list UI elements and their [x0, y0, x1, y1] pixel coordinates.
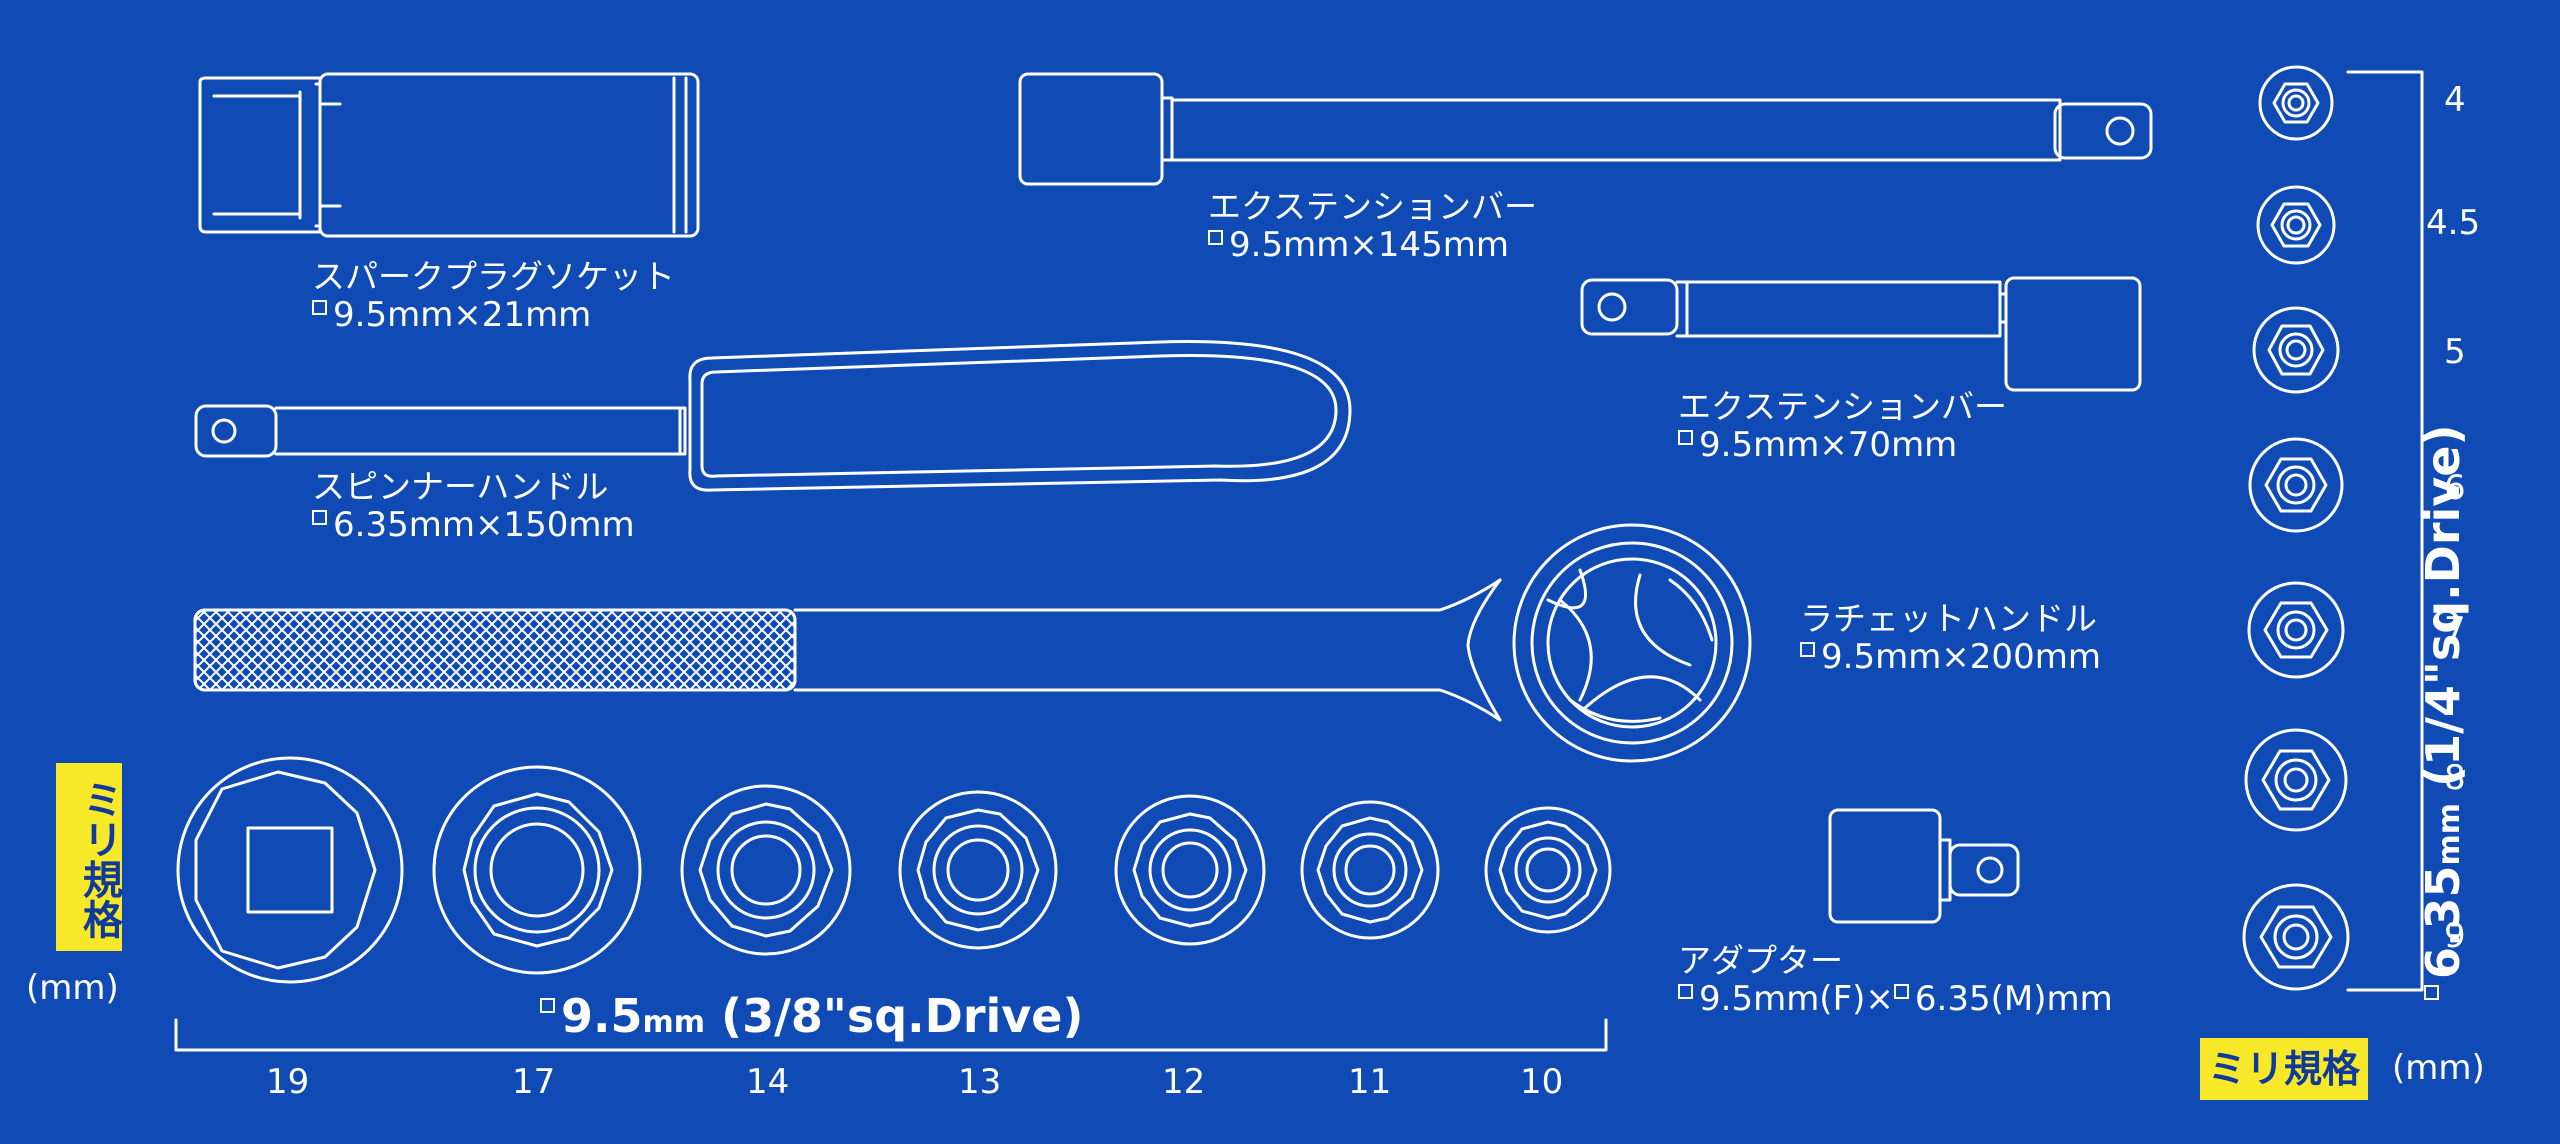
extension-bar-145-name: エクステンションバー	[1208, 187, 1538, 226]
size-label-4: 4	[2444, 80, 2466, 120]
adapter-size-f: 9.5mm(F)×	[1699, 978, 1894, 1019]
bracket-right	[2346, 70, 2424, 992]
socket-17-icon	[432, 765, 642, 975]
socket-12-icon	[1114, 794, 1266, 946]
drive-unit-6.35: mm	[2432, 802, 2467, 866]
extension-bar-70-icon	[1580, 276, 2142, 392]
socket-19-icon	[176, 756, 404, 984]
bracket-bottom	[174, 1018, 1608, 1052]
extension-bar-145-icon	[1018, 72, 2153, 186]
extension-bar-145-size: 9.5mm×145mm	[1229, 224, 1509, 265]
ratchet-handle-icon	[193, 523, 1752, 763]
ratchet-handle-name: ラチェットハンドル	[1800, 599, 2097, 638]
spinner-handle-icon	[194, 340, 1352, 492]
extension-bar-70-label: エクステンションバー 9.5mm×70mm	[1678, 388, 2007, 465]
mm-standard-badge-right: ミリ規格	[2200, 1038, 2369, 1100]
socket-7-icon	[2247, 581, 2345, 679]
ratchet-handle-label: ラチェットハンドル 9.5mm×200mm	[1800, 600, 2101, 677]
adapter-name: アダプター	[1678, 941, 1843, 980]
mm-standard-badge-left: ミリ規格	[56, 763, 122, 951]
size-label-5: 5	[2444, 332, 2466, 372]
size-label-9: 9	[2444, 916, 2466, 956]
socket-13-icon	[898, 790, 1058, 950]
extension-bar-70-size: 9.5mm×70mm	[1699, 424, 1958, 465]
size-label-8: 8	[2444, 758, 2466, 798]
socket-6-icon	[2248, 437, 2344, 533]
square-drive-icon	[1208, 229, 1223, 245]
square-drive-icon	[312, 299, 327, 315]
adapter-icon	[1828, 808, 2020, 924]
drive-unit-9.5: mm	[642, 1005, 706, 1040]
square-drive-icon	[1678, 983, 1693, 999]
square-drive-icon	[1678, 429, 1693, 445]
drive-label-9.5: 9.5mm (3/8"sq.Drive)	[540, 990, 1083, 1043]
extension-bar-70-name: エクステンションバー	[1678, 387, 2008, 426]
socket-8-icon	[2244, 728, 2348, 832]
socket-9-icon	[2242, 883, 2350, 991]
size-label-12: 12	[1162, 1062, 1206, 1102]
spark-plug-socket-icon	[198, 72, 700, 238]
socket-10-icon	[1484, 806, 1612, 934]
socket-row-9.5mm	[174, 756, 1612, 1052]
drive-size-9.5: 9.5	[561, 989, 643, 1043]
spinner-handle-size: 6.35mm×150mm	[333, 504, 635, 545]
socket-column-6.35mm	[2242, 65, 2424, 992]
size-label-13: 13	[958, 1062, 1002, 1102]
size-label-19: 19	[266, 1062, 310, 1102]
spinner-handle-label: スピンナーハンドル 6.35mm×150mm	[312, 468, 635, 545]
spark-plug-socket-name: スパークプラグソケット	[312, 257, 675, 296]
size-label-7: 7	[2444, 610, 2466, 650]
size-label-17: 17	[512, 1062, 556, 1102]
square-drive-icon	[1800, 641, 1815, 657]
square-drive-icon	[1893, 983, 1909, 999]
mm-standard-badge-right-text: ミリ規格	[2208, 1047, 2361, 1091]
size-label-4.5: 4.5	[2426, 203, 2481, 243]
socket-5-icon	[2252, 306, 2340, 394]
size-label-6: 6	[2444, 468, 2466, 508]
socket-14-icon	[680, 784, 852, 956]
square-drive-icon	[312, 509, 327, 525]
size-label-11: 11	[1348, 1062, 1392, 1102]
spark-plug-socket-label: スパークプラグソケット 9.5mm×21mm	[312, 258, 675, 335]
extension-bar-145-label: エクステンションバー 9.5mm×145mm	[1208, 188, 1537, 265]
adapter-label: アダプター 9.5mm(F)× 6.35(M)mm	[1678, 942, 2113, 1019]
socket-4.5-icon	[2256, 185, 2336, 265]
socket-4-icon	[2258, 65, 2334, 141]
size-label-14: 14	[746, 1062, 790, 1102]
adapter-size-m: 6.35(M)mm	[1914, 978, 2113, 1019]
spark-plug-socket-size: 9.5mm×21mm	[333, 294, 592, 335]
spinner-handle-name: スピンナーハンドル	[312, 467, 609, 506]
drive-spec-9.5: (3/8"sq.Drive)	[721, 989, 1084, 1043]
square-drive-icon	[2424, 985, 2439, 1000]
socket-11-icon	[1300, 800, 1440, 940]
mm-unit-right: (mm)	[2392, 1048, 2485, 1088]
ratchet-handle-size: 9.5mm×200mm	[1821, 636, 2101, 677]
mm-unit-left: (mm)	[26, 968, 119, 1008]
square-drive-icon	[540, 998, 555, 1013]
size-label-10: 10	[1520, 1062, 1564, 1102]
drive-label-6.35: 6.35mm (1/4"sq.Drive)	[2416, 425, 2470, 1000]
mm-standard-badge-left-text: ミリ規格	[76, 779, 122, 939]
